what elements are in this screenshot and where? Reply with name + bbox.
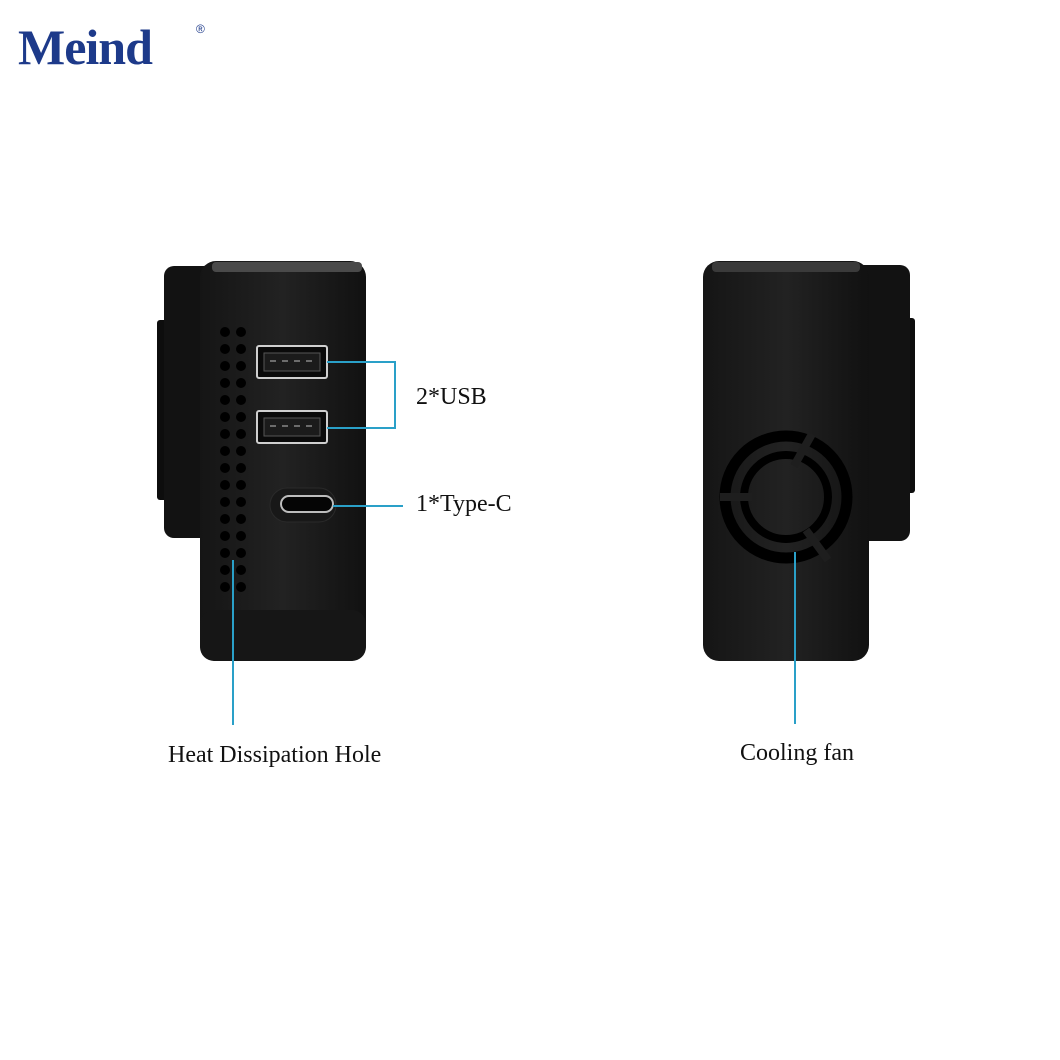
heat-dissipation-holes — [220, 327, 246, 592]
usb-leader-top — [327, 361, 395, 363]
usb-label: 2*USB — [416, 384, 487, 410]
usb-port-1 — [256, 345, 328, 379]
heat-holes-leader — [232, 560, 234, 725]
left-device — [157, 261, 366, 661]
type-c-label: 1*Type-C — [416, 491, 512, 517]
brand-name: Meind — [18, 19, 153, 75]
type-c-leader — [333, 505, 403, 507]
usb-port-2 — [256, 410, 328, 444]
heat-dissipation-label: Heat Dissipation Hole — [168, 742, 382, 768]
right-device — [703, 261, 915, 661]
usb-leader-bracket — [394, 361, 396, 429]
registered-mark: ® — [196, 22, 205, 36]
usb-leader-bottom — [327, 427, 395, 429]
cooling-fan-label: Cooling fan — [740, 740, 854, 766]
cooling-fan-grille — [719, 430, 853, 564]
fan-leader — [794, 552, 796, 724]
brand-logo: Meind ® — [18, 19, 205, 75]
type-c-port — [269, 487, 337, 523]
